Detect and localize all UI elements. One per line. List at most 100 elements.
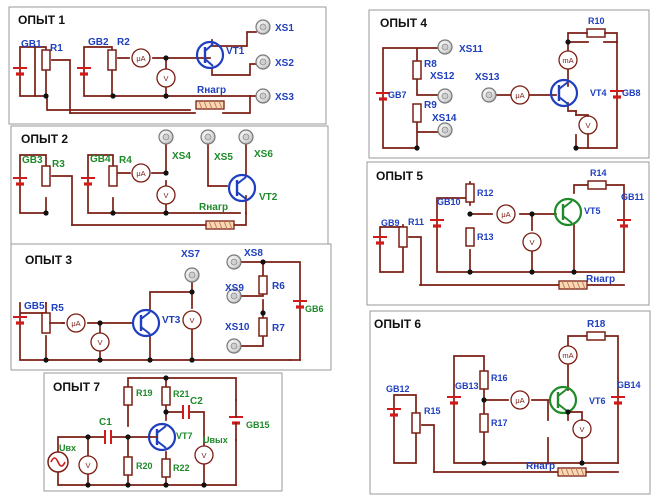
label-xs8: XS8 <box>244 248 263 259</box>
resistor-icon <box>465 227 475 247</box>
label-xs6: XS6 <box>254 149 273 160</box>
potentiometer-icon <box>41 312 51 334</box>
svg-text:μA: μA <box>515 91 524 100</box>
label-gb15: GB15 <box>246 420 270 430</box>
label-r16: R16 <box>491 373 508 383</box>
meter-icon: V <box>182 310 202 330</box>
meter-icon: V <box>78 455 98 475</box>
label-r17: R17 <box>491 418 508 428</box>
socket-icon <box>255 54 271 70</box>
resistor-icon <box>258 275 268 295</box>
resistor-icon <box>586 331 606 341</box>
label-r20: R20 <box>136 461 153 471</box>
label-gb10: GB10 <box>437 197 461 207</box>
meter-icon: V <box>194 445 214 465</box>
npn-transistor-icon <box>553 197 583 227</box>
label-xs2: XS2 <box>275 58 294 69</box>
label-xs4: XS4 <box>172 151 191 162</box>
panel-7-title: ОПЫТ 7 <box>53 380 100 394</box>
panel-5-title: ОПЫТ 5 <box>376 169 423 183</box>
label-xs13: XS13 <box>475 72 500 83</box>
label-r1: R1 <box>50 43 63 54</box>
label-r21: R21 <box>173 389 190 399</box>
meter-icon: μA <box>131 163 151 183</box>
meter-icon: V <box>90 332 110 352</box>
meter-icon: μA <box>510 390 530 410</box>
label-r13: R13 <box>477 232 494 242</box>
resistor-icon <box>586 28 606 38</box>
meter-icon: μA <box>131 48 151 68</box>
label-vt2: VT2 <box>259 192 278 203</box>
label-xs3: XS3 <box>275 92 294 103</box>
svg-text:μA: μA <box>515 396 524 405</box>
label-vt7: VT7 <box>176 431 193 441</box>
label-r2: R2 <box>117 37 130 48</box>
npn-transistor-icon <box>195 40 225 70</box>
resistor-icon <box>587 180 607 190</box>
label-r19: R19 <box>136 388 153 398</box>
svg-text:V: V <box>163 74 168 83</box>
label-gb13: GB13 <box>455 381 479 391</box>
meter-icon: V <box>522 232 542 252</box>
svg-text:V: V <box>529 238 534 247</box>
npn-transistor-icon <box>548 385 578 415</box>
meter-icon: μA <box>496 204 516 224</box>
resistor-icon <box>479 370 489 390</box>
potentiometer-icon <box>41 165 51 187</box>
label-r6: R6 <box>272 281 285 292</box>
panel-experiment-1: ОПЫТ 1 μA V GB1 <box>8 6 327 125</box>
socket-icon <box>255 88 271 104</box>
svg-text:V: V <box>585 121 590 130</box>
potentiometer-icon <box>41 49 51 71</box>
label-rload: Rнагр <box>586 274 615 285</box>
label-r22: R22 <box>173 463 190 473</box>
label-gb12: GB12 <box>386 384 410 394</box>
label-xs9: XS9 <box>225 283 244 294</box>
panel-experiment-2: ОПЫТ 2 μA V GB3 R3 GB4 R4 <box>10 125 329 245</box>
ac-source-icon <box>47 451 69 473</box>
label-gb5: GB5 <box>24 301 45 312</box>
resistor-icon <box>161 458 171 478</box>
panel-3-title: ОПЫТ 3 <box>25 253 72 267</box>
label-rload: Rнагр <box>199 202 228 213</box>
label-vt3: VT3 <box>162 315 181 326</box>
label-gb3: GB3 <box>22 155 43 166</box>
resistor-icon <box>258 317 268 337</box>
label-r9: R9 <box>424 100 437 111</box>
svg-text:V: V <box>579 425 584 434</box>
label-xs11: XS11 <box>459 44 483 55</box>
label-r7: R7 <box>272 323 285 334</box>
resistor-icon <box>205 220 235 230</box>
panel-1-title: ОПЫТ 1 <box>18 13 65 27</box>
resistor-icon <box>161 386 171 406</box>
label-r18: R18 <box>587 319 606 330</box>
svg-text:μA: μA <box>136 54 145 63</box>
svg-text:mA: mA <box>562 351 573 360</box>
label-r3: R3 <box>52 159 65 170</box>
socket-icon <box>184 267 200 283</box>
potentiometer-icon <box>398 226 408 248</box>
svg-text:V: V <box>163 191 168 200</box>
label-gb8: GB8 <box>622 88 641 98</box>
label-vt1: VT1 <box>226 46 245 57</box>
resistor-icon <box>123 386 133 406</box>
svg-text:V: V <box>85 461 90 470</box>
resistor-icon <box>557 467 587 477</box>
svg-text:V: V <box>201 451 206 460</box>
potentiometer-icon <box>108 165 118 187</box>
pnp-transistor-icon <box>227 173 257 203</box>
meter-icon: μA <box>510 85 530 105</box>
meter-icon: V <box>156 185 176 205</box>
socket-icon <box>437 122 453 138</box>
potentiometer-icon <box>411 412 421 434</box>
potentiometer-icon <box>107 49 117 71</box>
label-uin: Uвх <box>59 443 76 453</box>
label-gb14: GB14 <box>617 380 641 390</box>
socket-icon <box>437 39 453 55</box>
panel-experiment-5: ОПЫТ 5 μA V R14 GB10 R12 <box>366 161 650 306</box>
socket-icon <box>238 129 254 145</box>
svg-text:V: V <box>97 338 102 347</box>
label-r11: R11 <box>408 217 424 227</box>
svg-text:V: V <box>189 316 194 325</box>
